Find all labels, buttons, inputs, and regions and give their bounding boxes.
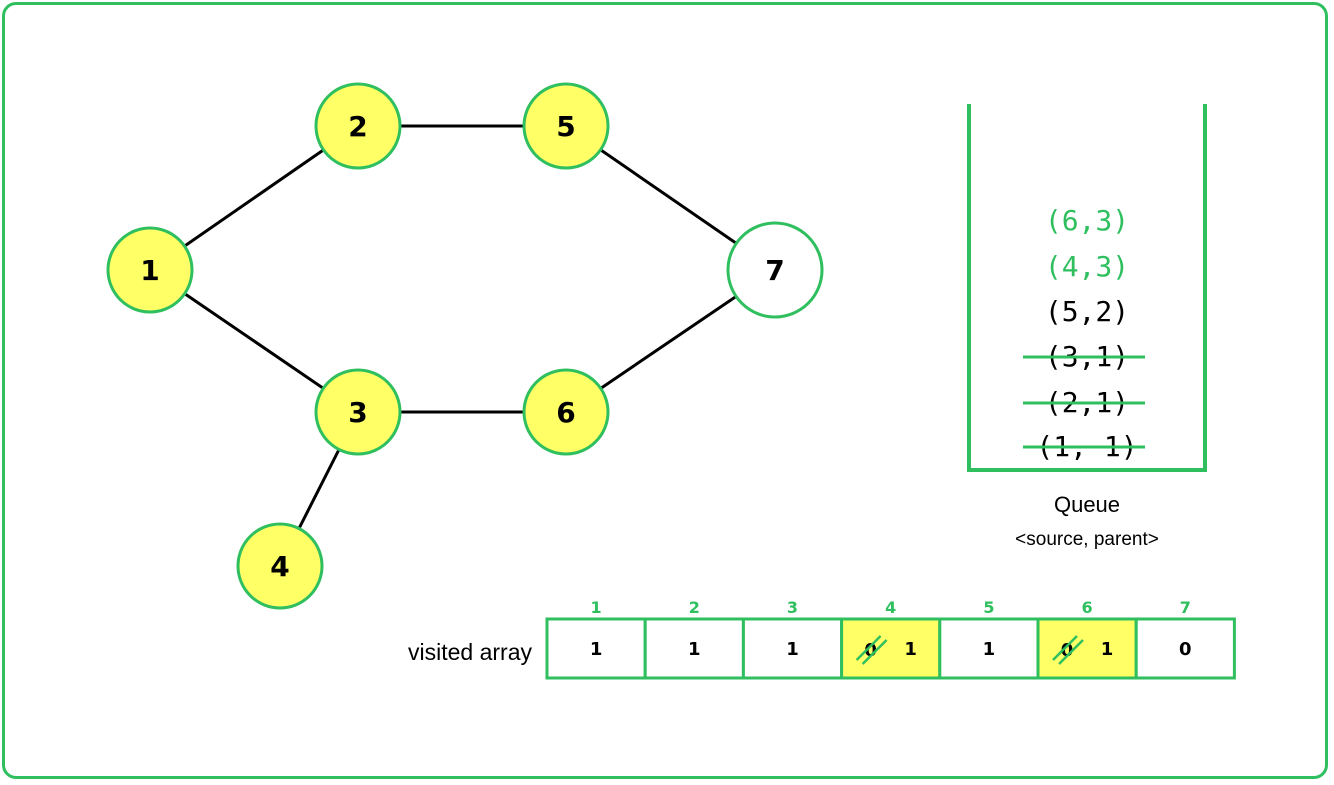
node-circle-7 [726,221,824,319]
visited-cell-index: 2 [689,598,700,617]
queue-caption: Queue [1054,492,1120,517]
visited-cell-value: 1 [590,639,603,660]
node-label-4: 4 [270,550,289,583]
visited-cell-box [1134,617,1236,680]
strike-mark [1052,635,1078,661]
visited-cell-index: 1 [591,598,602,617]
graph-node-2: 2 [314,82,402,170]
graph-node-3: 3 [314,368,402,456]
node-circle-6 [522,368,610,456]
node-circle-2 [314,82,402,170]
queue-container [967,104,1207,472]
visited-array-label: visited array [408,639,532,665]
visited-cell-old-value: 0 [864,640,877,661]
visited-cell-5: 51 [938,598,1040,680]
node-circle-5 [522,82,610,170]
node-label-6: 6 [556,396,575,429]
visited-cell-value: 1 [688,639,701,660]
queue-entry-text: (5,2) [1045,295,1129,328]
queue-entry-2: (4,3) [1045,250,1129,283]
strike-mark [1058,639,1084,665]
graph-node-5: 5 [522,82,610,170]
visited-cell-value: 1 [983,639,996,660]
visited-cell-index: 7 [1180,598,1191,617]
visited-cell-7: 70 [1134,598,1236,680]
node-circle-4 [236,522,324,610]
queue-entry-text: (6,3) [1045,204,1129,237]
visited-cell-box [741,617,844,680]
visited-cell-1: 11 [545,598,647,680]
visited-cell-2: 21 [643,598,745,680]
graph-node-4: 4 [236,522,324,610]
visited-cell-index: 4 [885,598,896,617]
visited-cell-box [643,617,745,680]
queue-entry-4: (3,1) [1023,340,1145,373]
graph-edges [149,124,776,567]
graph-node-7: 7 [726,221,824,319]
graph-node-1: 1 [106,226,194,314]
strike-mark [855,635,882,661]
visited-cell-value: 1 [786,639,799,660]
visited-cell-box [840,617,942,680]
node-label-1: 1 [140,254,159,287]
visited-cell-index: 3 [787,598,798,617]
queue-entry-text: (4,3) [1045,250,1129,283]
visited-cell-value: 1 [1101,639,1114,660]
node-label-5: 5 [556,110,575,143]
graph-node-6: 6 [522,368,610,456]
queue-entries: (6,3) (4,3) (5,2) (3,1) (2,1) (1, 1) [1023,204,1145,463]
node-label-3: 3 [348,396,367,429]
graph-nodes: 1 2 3 4 5 6 7 [106,82,824,610]
node-label-2: 2 [348,110,367,143]
visited-cell-6: 6 0 1 [1036,598,1138,680]
visited-cell-4: 4 0 1 [840,598,942,680]
queue-entry-1: (6,3) [1045,204,1129,237]
queue-entry-6: (1, 1) [1023,430,1145,463]
visited-cell-box [1036,617,1138,680]
visited-cell-old-value: 0 [1061,640,1074,661]
visited-cell-3: 31 [741,598,844,680]
strike-mark [861,639,888,665]
visited-cell-value: 1 [904,639,917,660]
node-circle-3 [314,368,402,456]
node-circle-1 [106,226,194,314]
visited-cell-index: 6 [1082,598,1093,617]
visited-cell-box [938,617,1040,680]
queue: (6,3) (4,3) (5,2) (3,1) (2,1) (1, 1) Queue <s… [967,104,1207,550]
visited-cell-index: 5 [983,598,994,617]
queue-subcaption: <source, parent> [1015,529,1159,550]
queue-entry-5: (2,1) [1023,386,1145,419]
node-label-7: 7 [765,254,784,287]
queue-entry-3: (5,2) [1045,295,1129,328]
visited-cell-value: 0 [1179,639,1192,660]
